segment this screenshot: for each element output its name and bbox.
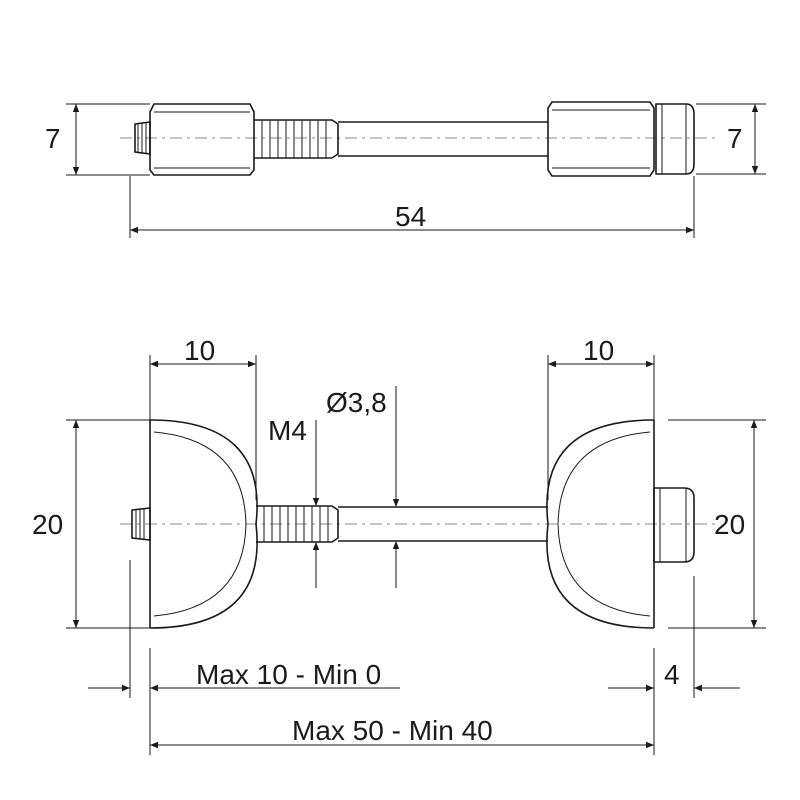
top-shaft (338, 121, 548, 157)
top-right-height-dimension: 7 (696, 103, 766, 175)
side-cap-offset-label: 4 (664, 659, 680, 690)
side-left-height-label: 20 (32, 509, 63, 540)
side-left-width-dimension: 10 (149, 335, 257, 500)
side-diameter-label: Ø3,8 (326, 387, 387, 418)
top-thread (254, 119, 339, 159)
side-diameter-dimension: Ø3,8 (326, 386, 400, 588)
side-left-width-label: 10 (184, 335, 215, 366)
top-right-cap (655, 103, 695, 175)
side-cap-offset-dimension: 4 (608, 576, 740, 755)
side-thread (256, 505, 339, 543)
side-right-height-label: 20 (714, 509, 745, 540)
top-length-label: 54 (395, 201, 426, 232)
top-length-dimension: 54 (129, 176, 695, 238)
side-left-stud (131, 507, 151, 541)
side-right-cap (653, 487, 695, 563)
top-right-sleeve (547, 101, 655, 177)
side-right-height-dimension: 20 (668, 419, 766, 629)
side-joint-dimension: Max 50 - Min 40 (150, 715, 654, 749)
side-right-width-dimension: 10 (547, 335, 655, 500)
side-right-width-label: 10 (583, 335, 614, 366)
side-thread-dimension: M4 (268, 415, 320, 588)
side-adjustment-dimension: Max 10 - Min 0 (88, 560, 400, 755)
top-view: 7 7 54 (45, 101, 766, 238)
side-left-dome (149, 419, 258, 629)
side-left-height-dimension: 20 (32, 419, 150, 629)
top-left-nut (149, 103, 255, 176)
side-thread-label: M4 (268, 415, 307, 446)
side-shaft (338, 506, 548, 542)
side-joint-label: Max 50 - Min 40 (292, 715, 493, 746)
top-left-height-dimension: 7 (45, 103, 150, 176)
side-adjustment-label: Max 10 - Min 0 (196, 659, 381, 690)
top-right-height-label: 7 (727, 123, 743, 154)
top-left-height-label: 7 (45, 123, 61, 154)
side-view: 10 10 M4 Ø3,8 20 (32, 335, 766, 755)
